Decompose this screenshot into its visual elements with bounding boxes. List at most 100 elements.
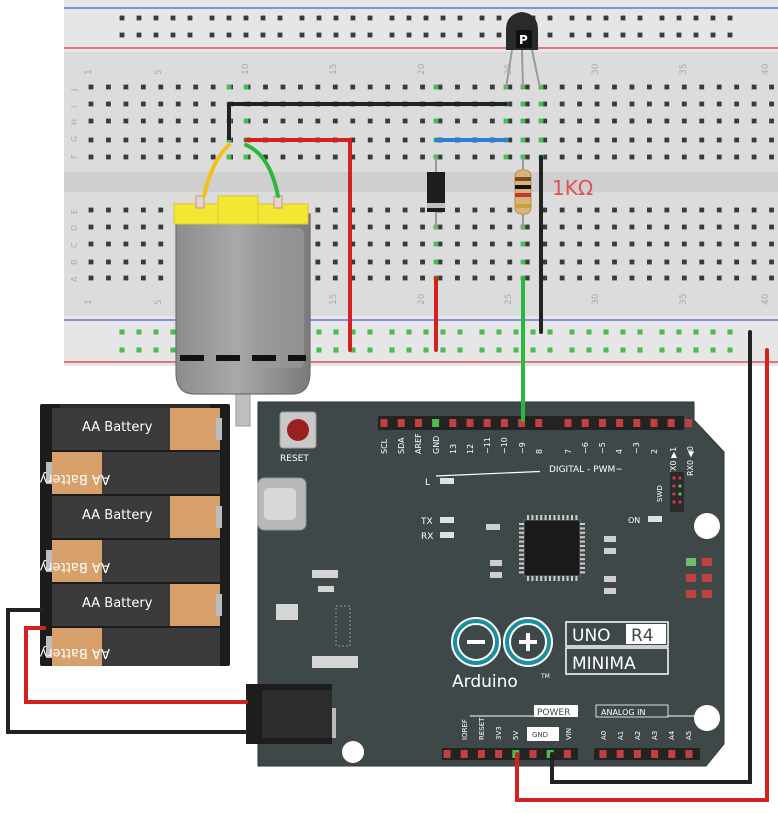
breadboard-hole xyxy=(681,118,687,124)
rail-hole xyxy=(603,15,609,21)
breadboard-hole xyxy=(123,241,129,247)
digital-pin[interactable] xyxy=(518,419,526,427)
rail-hole xyxy=(547,32,553,38)
digital-pin[interactable] xyxy=(667,419,675,427)
connected-rail-hole xyxy=(513,347,519,353)
breadboard-hole xyxy=(629,275,635,281)
breadboard-hole xyxy=(612,207,617,213)
breadboard-hole xyxy=(88,224,94,230)
connected-rail-hole xyxy=(333,329,339,335)
breadboard-hole xyxy=(577,259,582,265)
connected-rail-hole xyxy=(367,347,373,353)
pin-label-gnd: GND xyxy=(432,436,441,454)
battery-cell-3 xyxy=(52,496,222,538)
chip-pin xyxy=(540,576,543,581)
breadboard-hole xyxy=(699,275,705,281)
breadboard-hole xyxy=(734,275,740,281)
pin-label-12: 12 xyxy=(466,444,475,454)
breadboard-hole xyxy=(769,154,774,160)
power-pin[interactable] xyxy=(495,750,503,758)
power-pin[interactable] xyxy=(563,750,571,758)
breadboard-hole xyxy=(751,101,757,107)
breadboard-hole xyxy=(263,154,268,160)
breadboard-hole xyxy=(350,207,356,213)
breadboard-hole xyxy=(158,154,164,160)
connected-rail-hole xyxy=(423,329,429,335)
digital-pin[interactable] xyxy=(684,419,692,427)
digital-pin[interactable] xyxy=(500,419,508,427)
breadboard-hole xyxy=(629,154,635,160)
breadboard-hole xyxy=(210,101,216,107)
connected-rail-hole xyxy=(119,329,125,335)
power-pin[interactable] xyxy=(460,750,468,758)
digital-pin[interactable] xyxy=(633,419,641,427)
breadboard-hole xyxy=(577,137,582,143)
digital-pin-header xyxy=(378,416,692,430)
power-pin[interactable] xyxy=(529,750,537,758)
rail-hole xyxy=(243,15,249,21)
digital-pin[interactable] xyxy=(564,419,572,427)
breadboard-hole xyxy=(385,224,391,230)
breadboard-hole xyxy=(524,259,530,265)
analog-pin[interactable] xyxy=(668,750,676,758)
digital-pin[interactable] xyxy=(466,419,474,427)
breadboard-hole xyxy=(140,154,146,160)
breadboard-hole xyxy=(332,275,338,281)
breadboard-hole xyxy=(402,224,408,230)
digital-pin[interactable] xyxy=(432,419,440,427)
digital-pin[interactable] xyxy=(616,419,624,427)
breadboard-hole xyxy=(332,84,338,90)
bottom-power-rail xyxy=(64,316,778,366)
breadboard-hole xyxy=(507,84,513,90)
breadboard-hole xyxy=(664,224,670,230)
digital-pin[interactable] xyxy=(581,419,589,427)
digital-pin[interactable] xyxy=(650,419,658,427)
connected-hole xyxy=(503,118,509,124)
wire-red-battery-to-jack xyxy=(24,626,248,704)
reset-button-cap[interactable] xyxy=(287,419,309,441)
analog-pin[interactable] xyxy=(633,750,641,758)
transistor-lead-middle xyxy=(521,49,524,89)
digital-pin[interactable] xyxy=(598,419,606,427)
row-letter-j: J xyxy=(70,89,79,92)
breadboard-hole xyxy=(489,84,495,90)
rail-hole xyxy=(727,15,733,21)
rail-hole xyxy=(209,15,215,21)
analog-pin[interactable] xyxy=(616,750,624,758)
chip-pin xyxy=(519,540,524,543)
connected-hole xyxy=(433,118,439,124)
breadboard-hole xyxy=(734,241,740,247)
digital-pin[interactable] xyxy=(535,419,543,427)
breadboard-hole xyxy=(106,137,111,143)
connected-rail-hole xyxy=(136,329,142,335)
power-pin[interactable] xyxy=(443,750,451,758)
col-number-40-bottom: 40 xyxy=(761,293,771,305)
row-letter-g: G xyxy=(70,136,79,142)
breadboard-hole xyxy=(350,241,356,247)
digital-pin[interactable] xyxy=(397,419,405,427)
breadboard-hole xyxy=(315,84,321,90)
breadboard-hole xyxy=(612,101,617,107)
breadboard-hole xyxy=(664,154,670,160)
breadboard-hole xyxy=(175,118,181,124)
power-pin[interactable] xyxy=(477,750,485,758)
digital-pin[interactable] xyxy=(414,419,422,427)
analog-pin[interactable] xyxy=(685,750,693,758)
analog-pin[interactable] xyxy=(599,750,607,758)
digital-pin[interactable] xyxy=(483,419,491,427)
connected-rail-hole xyxy=(350,347,356,353)
breadboard-hole xyxy=(489,118,495,124)
chip-pin xyxy=(566,576,569,581)
breadboard-hole xyxy=(716,118,722,124)
digital-pin[interactable] xyxy=(380,419,388,427)
rail-hole xyxy=(316,15,322,21)
breadboard-hole xyxy=(716,101,722,107)
mounting-hole xyxy=(342,741,364,763)
digital-pin[interactable] xyxy=(449,419,457,427)
analog-pin[interactable] xyxy=(651,750,659,758)
breadboard-hole xyxy=(751,241,757,247)
connected-hole xyxy=(243,118,249,124)
breadboard-hole xyxy=(455,241,460,247)
pin-label-10: ~10 xyxy=(500,437,509,454)
